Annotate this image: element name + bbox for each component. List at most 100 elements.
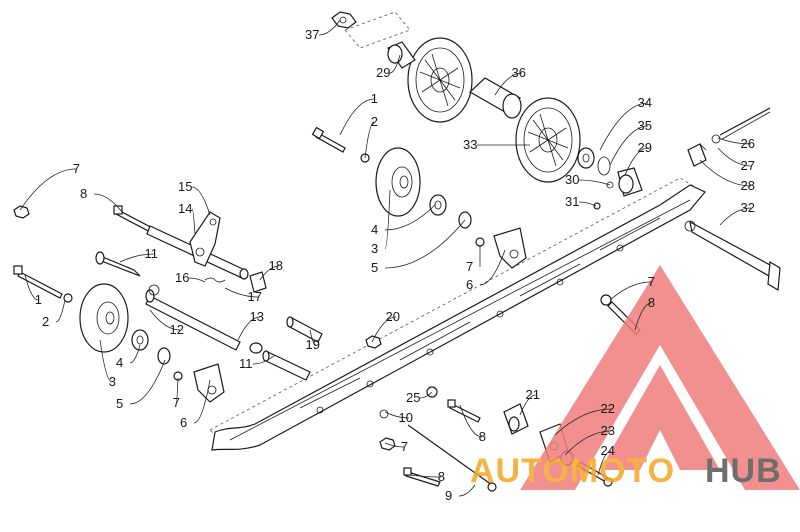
leader-line (19, 168, 77, 211)
callout-number: 32 (741, 200, 755, 215)
leader-line (578, 201, 597, 207)
callout-32: 32 (719, 200, 755, 226)
callout-2: 2 (364, 114, 378, 159)
watermark-triangle-outer (520, 265, 800, 490)
slide-rail (209, 177, 706, 451)
callout-4: 4 (116, 344, 141, 370)
long-bolt-9 (407, 424, 497, 492)
leader-line (384, 204, 436, 231)
spacer-21 (503, 403, 529, 435)
washer-13 (249, 342, 263, 354)
callout-26: 26 (717, 136, 755, 151)
callout-8: 8 (409, 469, 445, 484)
bolt-1-top (311, 126, 346, 153)
callout-8: 8 (634, 295, 655, 331)
callout-7: 7 (609, 274, 655, 301)
callout-number: 27 (741, 158, 755, 173)
callout-number: 16 (175, 270, 189, 285)
leader-line (634, 302, 652, 331)
upper-wheel-right (515, 97, 581, 183)
leader-line (717, 137, 752, 145)
callout-number: 24 (601, 443, 615, 458)
callout-28: 28 (699, 159, 755, 193)
leader-line (624, 147, 649, 176)
callout-number: 30 (565, 172, 579, 187)
leader-line (259, 265, 280, 281)
leader-line (318, 19, 341, 36)
leader-line (24, 274, 39, 301)
nut-7-left (13, 205, 30, 219)
idler-wheel-3-lower (79, 283, 129, 353)
callout-11: 11 (119, 246, 158, 263)
callout-16: 16 (175, 270, 206, 285)
leader-line (119, 253, 155, 263)
hub-cap-29-top (387, 41, 416, 69)
leader-line (188, 277, 206, 283)
callout-27: 27 (717, 147, 755, 173)
callout-number: 8 (648, 295, 655, 310)
callout-2: 2 (42, 299, 66, 329)
callout-number: 35 (638, 118, 652, 133)
callout-number: 7 (73, 161, 80, 176)
leader-line (719, 207, 752, 226)
callout-number: 7 (173, 395, 180, 410)
callout-25: 25 (406, 390, 433, 405)
leader-line (309, 329, 317, 346)
callout-30: 30 (565, 172, 611, 187)
leader-line (237, 316, 261, 341)
leader-line (384, 219, 466, 269)
watermark-brand-primary: AUTOMOTO (470, 452, 675, 490)
leader-line (564, 430, 612, 456)
callout-22: 22 (554, 401, 615, 436)
spring-16-17 (204, 277, 226, 283)
callout-7: 7 (19, 161, 80, 211)
callout-3: 3 (371, 189, 391, 256)
callout-13: 13 (237, 309, 264, 341)
leader-line (99, 339, 113, 383)
leader-line (609, 281, 652, 301)
idler-wheel-3-top (375, 147, 421, 217)
leader-line (191, 208, 196, 236)
callout-number: 33 (463, 137, 477, 152)
leader-line (339, 98, 375, 136)
callout-29: 29 (624, 140, 652, 176)
bearing-4-top (429, 194, 447, 216)
callout-12: 12 (149, 309, 184, 337)
washer-10 (379, 409, 389, 419)
callout-number: 18 (269, 258, 283, 273)
callout-number: 29 (376, 65, 390, 80)
callout-19: 19 (306, 329, 320, 352)
washer-2-lower (63, 293, 73, 303)
leader-line (409, 474, 442, 478)
leader-line (129, 359, 166, 405)
callout-number: 11 (239, 356, 253, 371)
leader-line (252, 354, 276, 365)
watermark-triangle-inner (600, 365, 720, 470)
callout-35: 35 (609, 118, 652, 166)
callout-3: 3 (99, 339, 116, 389)
callout-number: 2 (371, 114, 378, 129)
leader-line (384, 189, 391, 250)
leader-line (419, 391, 433, 399)
leader-line (519, 394, 537, 416)
upper-wheel-left (407, 37, 473, 123)
leader-line (193, 379, 211, 424)
callout-9: 9 (445, 484, 476, 503)
bolt-8-center (447, 399, 481, 423)
tube-11-upper (95, 251, 141, 277)
callout-4: 4 (371, 204, 436, 237)
shaft-12 (145, 284, 241, 351)
leader-line (371, 316, 397, 343)
callout-number: 6 (466, 277, 473, 292)
callout-number: 13 (250, 309, 264, 324)
bolt-31-washer-30 (593, 181, 614, 210)
callout-17: 17 (224, 287, 262, 304)
callout-1: 1 (24, 274, 42, 307)
callout-number: 23 (601, 423, 615, 438)
callout-number: 1 (371, 91, 378, 106)
bracket-28 (687, 143, 707, 167)
leader-line (494, 72, 523, 96)
